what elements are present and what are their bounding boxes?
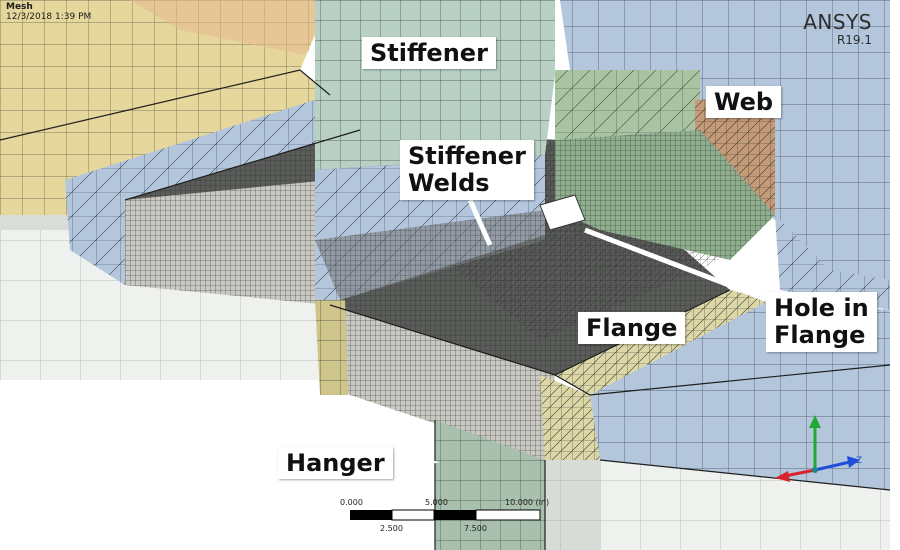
left-side-face: [0, 180, 335, 550]
callout-hanger: Hanger: [278, 447, 393, 479]
callout-hanger-text: Hanger: [286, 449, 385, 477]
callout-stiffener: Stiffener: [362, 37, 496, 69]
callout-hole-line2: Flange: [774, 321, 866, 349]
timestamp: 12/3/2018 1:39 PM: [6, 12, 92, 23]
hanger-pointer: [385, 452, 440, 475]
flange-hole: [539, 194, 586, 231]
scale-tick-0: 0.000: [340, 498, 363, 507]
left-flange-plate: [0, 70, 360, 215]
scale-tick-10: 10.000 (in): [505, 498, 550, 507]
callout-stiffener-text: Stiffener: [370, 39, 488, 67]
scale-tick-7-5: 7.500: [464, 524, 487, 533]
scale-tick-5: 5.000: [425, 498, 448, 507]
coordinate-triad-icon: [775, 415, 860, 482]
callout-stiffener-welds-line1: Stiffener: [408, 142, 526, 170]
brand-version: R19.1: [836, 33, 872, 47]
view-title: Mesh: [6, 2, 33, 12]
callout-flange: Flange: [578, 312, 686, 344]
callout-stiffener-welds-line2: Welds: [408, 169, 490, 197]
scale-tick-2-5: 2.500: [380, 524, 403, 533]
callout-web-text: Web: [714, 88, 774, 116]
scale-bar: [350, 509, 541, 521]
callout-hole-line1: Hole in: [774, 294, 869, 322]
brand-name: ANSYS: [803, 10, 872, 34]
callout-pointers: [467, 198, 769, 303]
brand-logo: ANSYS R19.1: [803, 12, 872, 46]
callout-flange-text: Flange: [586, 314, 678, 342]
callout-stiffener-welds: Stiffener Welds: [400, 140, 534, 200]
triad-z-label: Z: [856, 456, 863, 466]
callout-web: Web: [706, 86, 782, 118]
callout-hole-in-flange: Hole in Flange: [766, 292, 877, 352]
web-plate: [555, 0, 890, 310]
title-block: Mesh 12/3/2018 1:39 PM: [6, 2, 91, 23]
top-back-plate: [0, 0, 330, 140]
